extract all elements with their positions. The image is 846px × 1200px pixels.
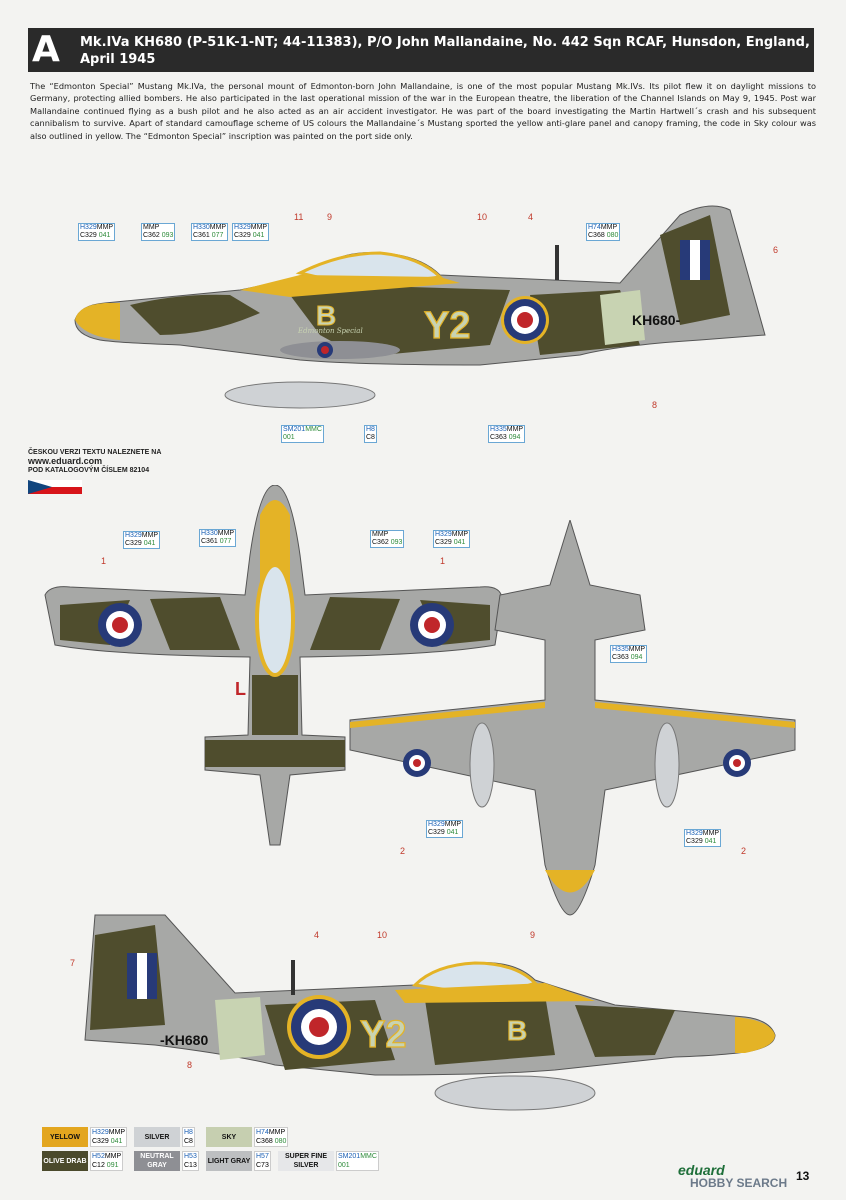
- profile-letter: A: [32, 29, 60, 70]
- legend-swatch-neutral-gray: NEUTRAL GRAY: [134, 1151, 180, 1171]
- callout-1-right: 1: [440, 556, 446, 566]
- callout-8-bottom: 8: [187, 1060, 193, 1070]
- legend-swatch-super-fine-silver: SUPER FINE SILVER: [278, 1151, 334, 1171]
- page-number: 13: [796, 1169, 810, 1183]
- callout-2-right: 2: [741, 846, 747, 856]
- czech-note: ČESKOU VERZI TEXTU NALEZNETE NA www.edua…: [28, 449, 162, 474]
- callout-2-left: 2: [400, 846, 406, 856]
- side-view-port: Y2 B KH680- Edmonton Special: [74, 205, 766, 409]
- callout-4-bottom: 4: [314, 930, 320, 940]
- legend-swatch-light-gray: LIGHT GRAY: [206, 1151, 252, 1171]
- legend-swatch-olive-drab: OLIVE DRAB: [42, 1151, 88, 1171]
- nose-art-edmonton: Edmonton Special: [297, 327, 363, 335]
- paint-code-6: SM201MMC 001: [281, 425, 324, 443]
- top-view: L: [44, 485, 503, 846]
- stbd-serial: -KH680: [160, 1032, 208, 1048]
- legend-swatch-silver: SILVER: [134, 1127, 180, 1147]
- callout-8: 8: [652, 400, 658, 410]
- callout-4: 4: [528, 212, 534, 222]
- side-code-y2: Y2: [424, 305, 470, 347]
- eduard-logo: eduard: [678, 1162, 725, 1178]
- callout-9: 9: [327, 212, 333, 222]
- side-view-starboard: Y2 B -KH680: [84, 914, 776, 1111]
- legend-swatch-yellow: YELLOW: [42, 1127, 88, 1147]
- callout-9-bottom: 9: [530, 930, 536, 940]
- side-serial: KH680-: [632, 312, 681, 328]
- top-letter: L: [235, 679, 246, 699]
- czech-flag-icon: [28, 480, 82, 494]
- profile-header: A Mk.IVa KH680 (P-51K-1-NT; 44-11383), P…: [28, 28, 814, 72]
- callout-6: 6: [773, 245, 779, 255]
- callout-10-bottom: 10: [377, 930, 388, 940]
- callout-10: 10: [477, 212, 488, 222]
- bottom-view: [349, 520, 796, 916]
- callout-7: 7: [70, 958, 76, 968]
- hobby-search-watermark: HOBBY SEARCH: [690, 1176, 788, 1190]
- stbd-code-y2: Y2: [360, 1014, 406, 1056]
- callout-1-left: 1: [101, 556, 107, 566]
- side-letter-b: B: [316, 300, 336, 331]
- legend-swatch-sky: SKY: [206, 1127, 252, 1147]
- history-text: The “Edmonton Special” Mustang Mk.IVa, t…: [30, 81, 816, 141]
- stbd-letter-b: B: [507, 1015, 527, 1046]
- profile-title: Mk.IVa KH680 (P-51K-1-NT; 44-11383), P/O…: [80, 35, 810, 67]
- eduard-url[interactable]: www.eduard.com: [28, 456, 103, 466]
- legend-code-super-fine-silver: SM201MMC 001: [336, 1151, 379, 1171]
- callout-11: 11: [294, 212, 304, 222]
